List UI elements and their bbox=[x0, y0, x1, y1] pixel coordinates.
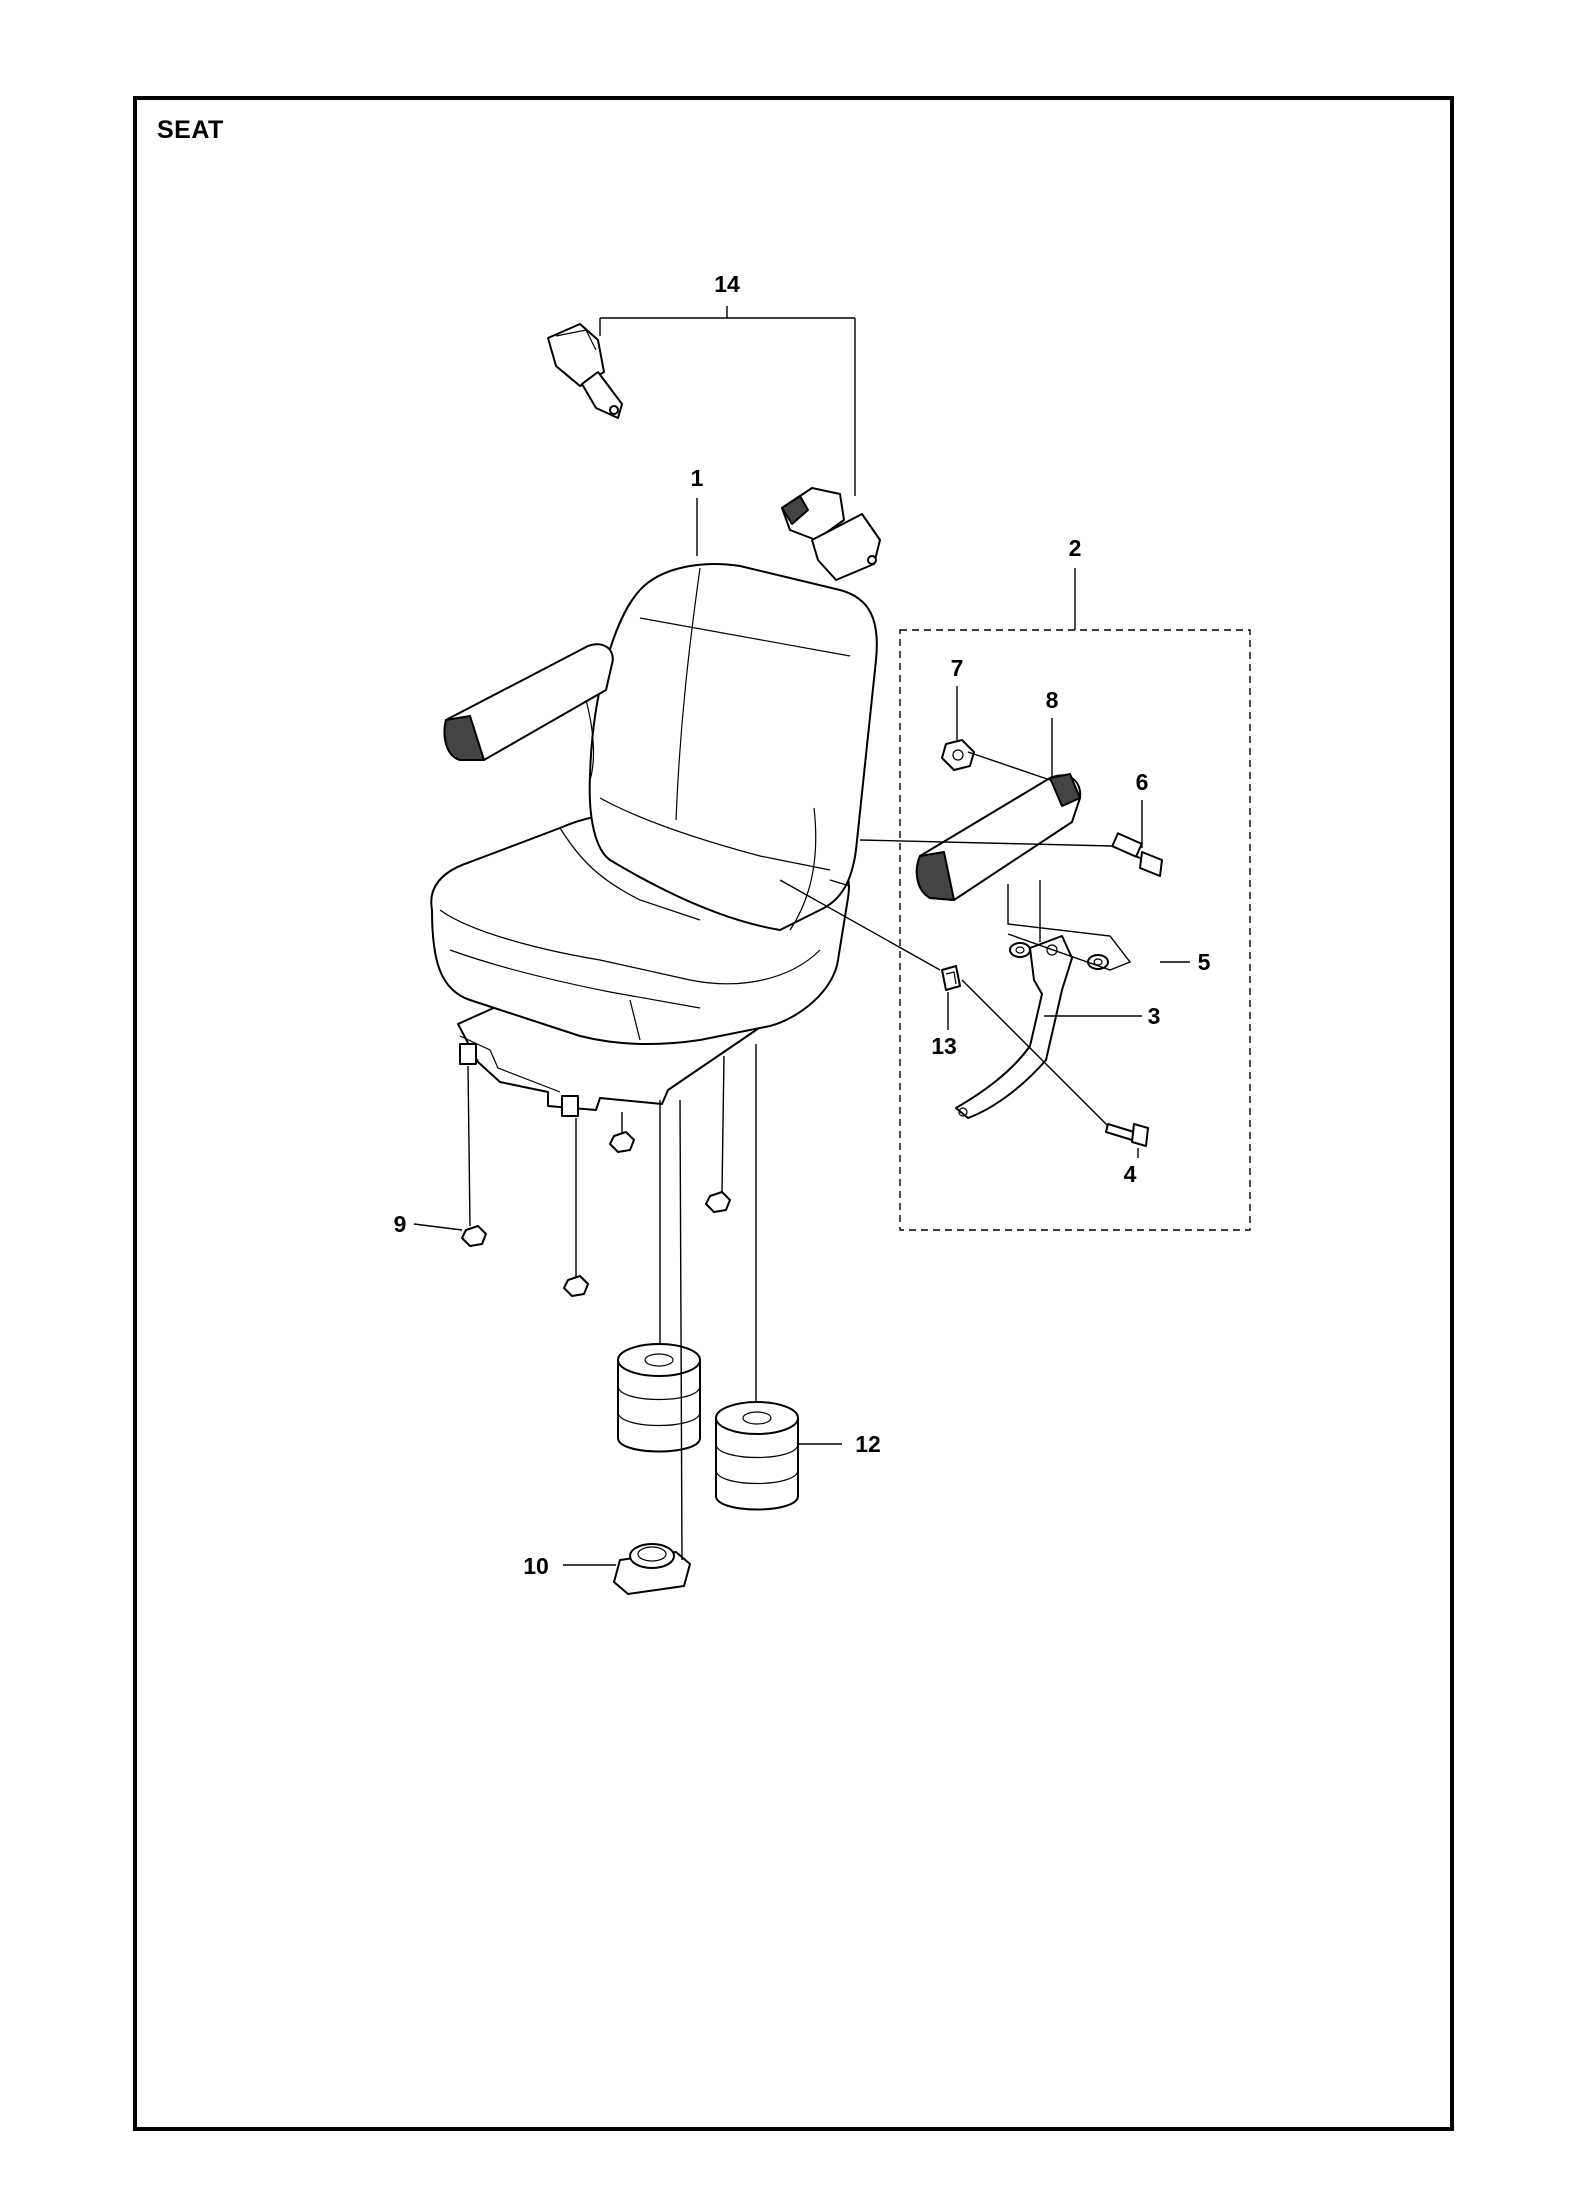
callout-13: 13 bbox=[931, 1033, 957, 1059]
callout-4: 4 bbox=[1124, 1161, 1137, 1187]
rubber-bumper-left bbox=[617, 1343, 701, 1453]
nut-item-9-a bbox=[461, 1225, 487, 1247]
callout-3: 3 bbox=[1148, 1003, 1161, 1029]
callout-7: 7 bbox=[951, 655, 964, 681]
bolt-item-6 bbox=[1111, 832, 1163, 877]
callout-8: 8 bbox=[1046, 687, 1059, 713]
nut-item-7 bbox=[941, 739, 975, 771]
callout-14: 14 bbox=[714, 271, 740, 297]
nut-item-9-b bbox=[609, 1131, 635, 1153]
leader-lines bbox=[413, 306, 1190, 1566]
rubber-bumper-right bbox=[715, 1401, 799, 1511]
armrest-kit-box bbox=[899, 629, 1251, 1231]
callout-10: 10 bbox=[523, 1553, 549, 1579]
callout-12: 12 bbox=[855, 1431, 881, 1457]
nut-item-9-c bbox=[705, 1191, 731, 1213]
washer-item-5-b bbox=[1087, 954, 1109, 970]
page-frame bbox=[133, 96, 1454, 2131]
seat-switch-item-10 bbox=[613, 1543, 691, 1595]
washer-item-5-a bbox=[1009, 942, 1031, 958]
callout-2: 2 bbox=[1069, 535, 1082, 561]
nut-item-9-d bbox=[563, 1275, 589, 1297]
screw-item-4 bbox=[1105, 1123, 1149, 1147]
armrest-item-8 bbox=[915, 773, 1082, 901]
callout-6: 6 bbox=[1136, 769, 1149, 795]
clip-item-13 bbox=[941, 965, 961, 991]
bracket-item-3 bbox=[955, 935, 1073, 1119]
callout-1: 1 bbox=[691, 465, 704, 491]
callout-9: 9 bbox=[394, 1211, 407, 1237]
seat-assembly bbox=[430, 563, 878, 1117]
callout-5: 5 bbox=[1198, 949, 1211, 975]
diagram-title: SEAT bbox=[157, 116, 224, 144]
callout-labels: 14 1 2 7 8 6 5 3 13 4 9 12 10 bbox=[394, 271, 1211, 1579]
seat-belt-buckle-left bbox=[547, 323, 623, 419]
seat-belt-buckle-right bbox=[781, 487, 881, 581]
